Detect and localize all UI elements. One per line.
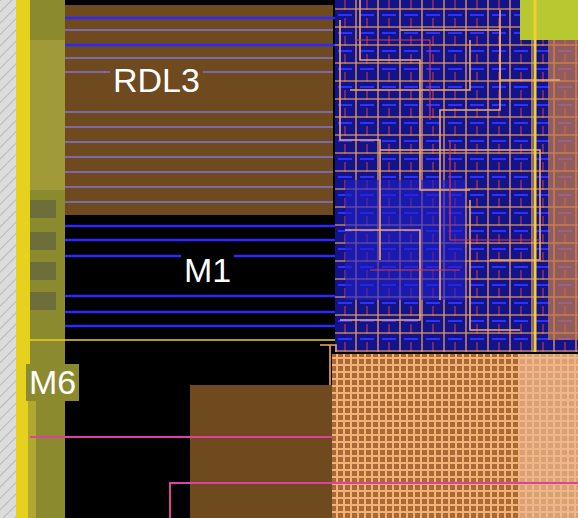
layer-label: M1 [181,252,234,289]
layer-label: RDL3 [110,62,203,99]
layer-label: M6 [26,364,79,401]
